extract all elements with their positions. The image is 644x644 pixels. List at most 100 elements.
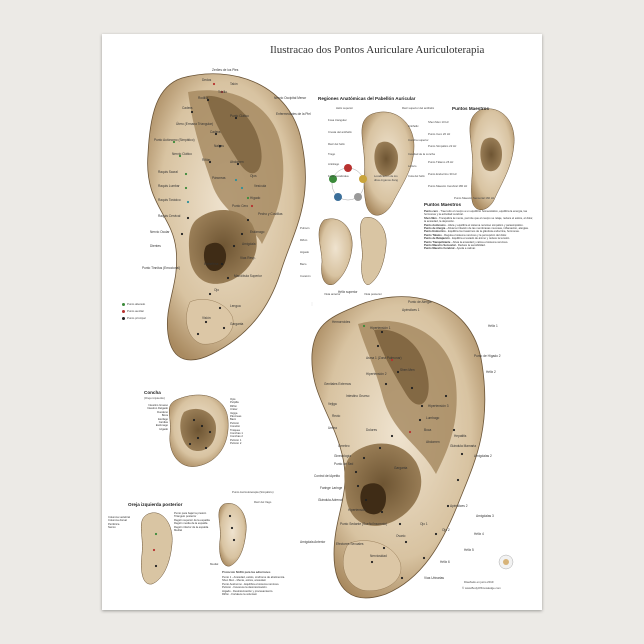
label-enfermedades: Enfermedades de la Piel	[276, 112, 311, 116]
point-marker	[192, 418, 196, 422]
master-point-item: Punto Tranquilizante - Alivia la ansieda…	[424, 240, 509, 244]
posterior-heading: Oreja izquierda posterior	[128, 502, 183, 507]
posterior-label: Medial	[174, 529, 182, 533]
label-mandibula: Mandíbula Superior	[234, 274, 262, 278]
master-point-item: Punto Autónomo - Alivia y equilibra el s…	[424, 223, 524, 227]
label-control-apetito: Control del Apetito	[314, 474, 341, 478]
label-punto-ciatico: Punto Ciático	[230, 114, 249, 118]
zang-caption-left: Vista anterior	[324, 292, 341, 296]
point-marker	[196, 436, 200, 440]
label-genitales: Genitales Externos	[324, 382, 351, 386]
posterior-label: Columna vertebral	[108, 516, 130, 519]
concha-label: Boca	[161, 414, 168, 418]
region-label: Antitrago	[328, 162, 340, 166]
region-label: Fosa triangular	[328, 118, 347, 122]
label-punto-alergia: Punto de Alergia	[408, 300, 432, 304]
concha-label: Cardias	[158, 421, 168, 425]
point-marker	[220, 90, 224, 94]
label-vesicula: Vesícula	[254, 184, 267, 188]
label-vejiga: Vejiga	[328, 402, 337, 406]
concha-ear	[169, 394, 229, 467]
concha-label: Páncreas	[230, 415, 242, 419]
point-marker	[220, 262, 224, 266]
posterior-small-label: Punto Auriculoterapia (Simpático)	[232, 490, 274, 494]
label-cerebro: Cerebro	[338, 444, 350, 448]
poster-artwork	[141, 73, 515, 599]
point-marker	[196, 332, 200, 336]
concha-label: Vejiga	[230, 411, 238, 415]
nada-line: Pulmón - Favorece la desintoxicación.	[222, 586, 268, 590]
master-point-item: Punto cero - Trae todo el cuerpo a un eq…	[424, 210, 528, 217]
point-marker	[460, 452, 464, 456]
label-garganta: Garganta	[230, 322, 244, 326]
label-punto-cero: Punto Cero	[232, 204, 249, 208]
footer-line1: Diseñado en junio 2019	[464, 580, 494, 584]
label-glandula-mamaria: Glándula Mamaria	[450, 444, 477, 448]
posterior-label: Nervio	[108, 526, 116, 530]
posterior-label: Región inferior de la espalda	[174, 525, 209, 529]
label-raquis-toracico: Raquis Torácico	[158, 198, 181, 202]
point-marker	[362, 324, 366, 328]
nada-list: Punto 1 - Ansiedad, estrés, síndrome de …	[222, 576, 306, 596]
point-marker	[354, 470, 358, 474]
master-label: Punto Simpático 22 Hz	[428, 144, 457, 148]
label-punto-tinnitus: Punto Tinnitus (Emocional)	[142, 266, 181, 270]
zang-label: Hígado	[300, 250, 310, 254]
label-vias-resp: Vías Resp.	[240, 256, 256, 260]
point-marker	[186, 216, 190, 220]
point-marker	[222, 326, 226, 330]
legend-dot-icon	[122, 309, 125, 313]
point-marker	[200, 424, 204, 428]
point-marker	[434, 532, 438, 536]
label-rinon: Riñón	[202, 158, 211, 162]
posterior-label: Región media de la espalda	[174, 522, 208, 526]
label-faringe: Faringe Laringe	[320, 486, 343, 490]
point-marker	[396, 370, 400, 374]
master-point-item: Punto Maestro Sensorial - Reduce la sens…	[424, 244, 486, 248]
label-punto-sed: Punto de Sed	[334, 462, 354, 466]
point-marker	[230, 526, 234, 530]
label-rodilla: Rodilla	[198, 96, 208, 100]
posterior-small-label: Raíz del Vago	[254, 500, 272, 504]
nada-heading: Protocolo NADA para las adicciones	[222, 570, 271, 574]
label-raquis-lumbar: Raquis Lumbar	[158, 184, 180, 188]
point-marker	[184, 172, 188, 176]
zang-label: Bazo	[300, 262, 307, 266]
label-glandula-adrenal: Glándula Adrenal	[318, 498, 343, 502]
label-amigdala: Amígdala	[242, 242, 256, 246]
point-marker	[240, 186, 244, 190]
master-label: Punto Cero 20 Hz	[428, 132, 451, 136]
label-ojos: Ojos	[250, 174, 257, 178]
concha-label: Duodeno	[157, 410, 168, 414]
point-marker	[380, 330, 384, 334]
region-label: Concha superior	[408, 138, 429, 142]
label-nervio-ciatico: Nervio Ciático	[172, 152, 192, 156]
point-marker	[208, 160, 212, 164]
zang-label: Riñón	[300, 238, 308, 242]
point-marker	[214, 132, 218, 136]
label-raquis-cervical: Raquis Cervical	[158, 214, 181, 218]
label-pecho: Pecho y Costillas	[258, 212, 283, 216]
nada-line: Riñón - Fortalece la voluntad.	[222, 593, 258, 597]
nada-line: Punto Autónomo - Equilibra el sistema ne…	[222, 582, 280, 586]
zang-ears	[318, 217, 387, 286]
point-marker	[234, 116, 238, 120]
region-label: Fosa escafoidea	[328, 174, 349, 178]
concha-label: Conchas 1	[230, 432, 243, 436]
zang-diagram	[329, 164, 367, 201]
label-recto: Recto	[332, 414, 341, 418]
label-asma1: Asma 1 (Zona Pulmonar)	[366, 356, 402, 360]
point-marker	[180, 232, 184, 236]
label-utero: Útero (Ermana Triangular)	[176, 122, 214, 126]
point-markers	[152, 82, 464, 580]
label-shen-men: Shen Men	[400, 368, 415, 372]
label-dientes: Dientes	[150, 244, 161, 248]
master-point-item: Punto de Alergia - Alivia la irritación …	[424, 227, 529, 231]
point-marker	[188, 442, 192, 446]
master-label: Punto Endocrino 30 Hz	[428, 172, 457, 176]
label-helix-superior: Hélix superior	[338, 290, 358, 294]
point-marker	[398, 522, 402, 526]
posterior-ears	[141, 503, 247, 585]
concha-heading: Concha	[144, 390, 161, 395]
